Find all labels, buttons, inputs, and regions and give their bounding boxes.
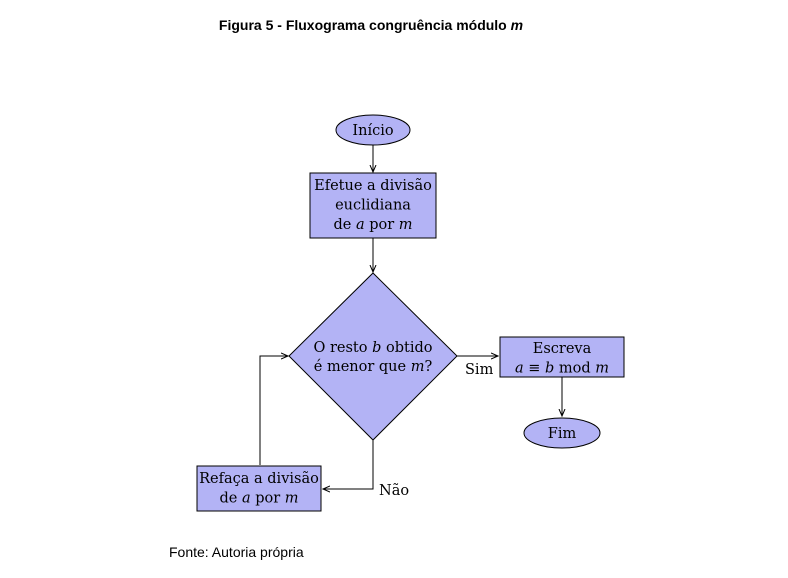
decision-node [288,272,458,441]
write-node [499,336,625,378]
divide-label-line-1-part-1: Efetue a divisão [314,178,432,194]
redo-label-line-1-part-1: Refaça a divisão [199,471,319,487]
divide-label-line-3-part-1: de [333,217,355,233]
end-node [523,417,601,449]
edge-label-no: Não [379,483,409,499]
decision-label-line-1-part-1: O resto [313,340,372,356]
figure-caption-text: Figura 5 - Fluxograma congruência módulo [218,17,511,33]
redo-label-line-2-part-1: de [219,491,241,507]
decision-label-line-2-part-1: é menor que [314,359,411,375]
decision-label: O resto b obtido é menor que m? [313,340,432,375]
edge-label-yes: Sim [465,362,494,378]
divide-label: Efetue a divisão euclidiana de a por m [314,178,432,233]
start-label: Início [352,123,393,139]
divide-label-line-3-part-2: a [356,217,365,233]
decision-label-line-2-part-3: ? [424,359,432,375]
edges [259,145,562,489]
end-label: Fim [548,426,577,442]
redo-label-line-2-part-4: m [285,491,299,507]
write-label-line-2-part-4: mod [554,361,595,377]
start-node [335,114,411,146]
write-label: Escreva a ≡ b mod m [515,341,609,377]
redo-node [196,465,322,512]
edge-decision-to-redo [323,440,374,489]
write-label-line-1-part-1: Escreva [533,341,592,357]
redo-label-line-2-part-3: por [251,491,285,507]
redo-label: Refaça a divisão de a por m [199,471,319,507]
divide-label-line-3-part-3: por [365,217,399,233]
divide-label-line-2-part-1: euclidiana [335,198,411,214]
write-label-line-2-part-3: b [545,361,554,377]
write-label-line-2-part-5: m [595,361,609,377]
figure-caption-variable: m [510,17,524,33]
divide-label-line-3-part-4: m [399,217,413,233]
figure-source: Fonte: Autoria própria [169,544,304,560]
decision-label-line-2-part-2: m [411,359,425,375]
write-label-line-2-part-1: a [515,361,524,377]
divide-node [309,172,437,239]
redo-label-line-2-part-2: a [242,491,251,507]
write-label-line-2-part-2: ≡ [524,361,545,377]
decision-label-line-1-part-3: obtido [381,340,432,356]
figure-caption: Figura 5 - Fluxograma congruência módulo… [0,17,788,33]
decision-label-line-1-part-2: b [372,340,381,356]
edge-redo-to-decision [259,356,288,465]
